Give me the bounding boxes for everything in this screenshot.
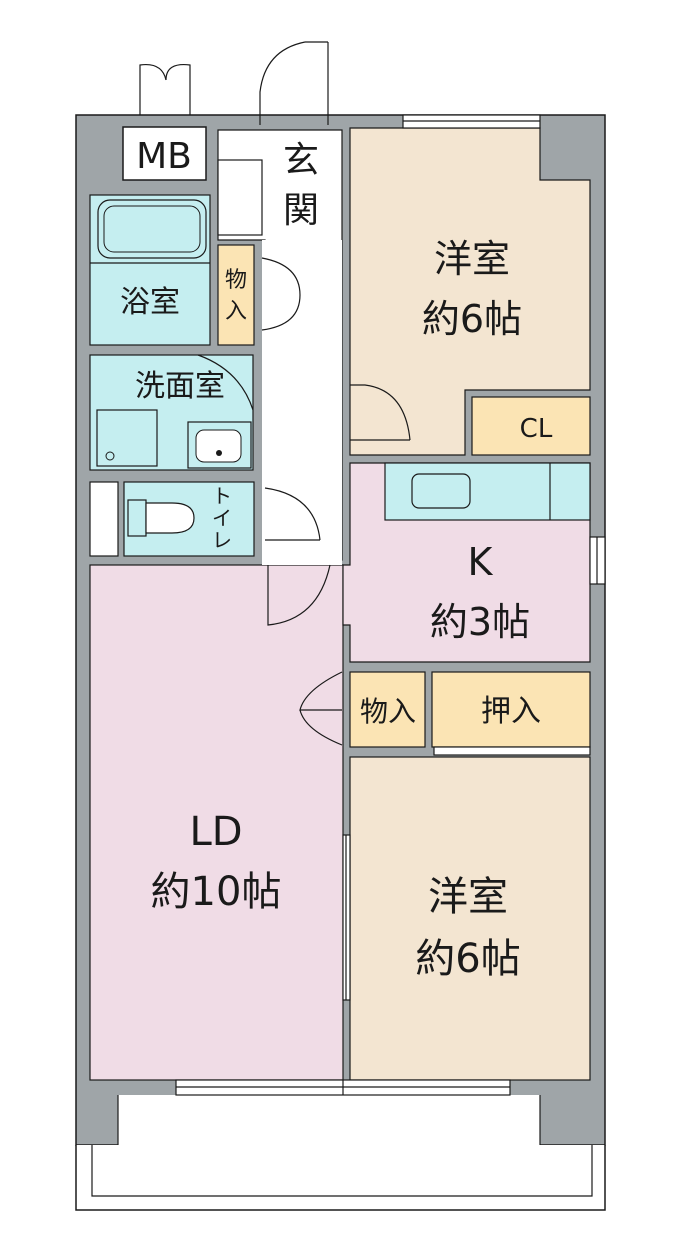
ld-size: 約10帖 [151, 869, 282, 915]
toilet-label-1: ト [212, 484, 232, 508]
bathroom-label: 浴室 [120, 285, 180, 320]
corridor-lower [262, 240, 342, 565]
western-room-2-name: 洋室 [428, 874, 508, 920]
ld-room [89, 564, 344, 1081]
storage-2-label: 物入 [360, 695, 416, 728]
bathtub [97, 199, 207, 259]
toilet-label-2: イ [212, 506, 232, 530]
doors [139, 41, 411, 746]
toilet-bowl [145, 502, 195, 534]
mb-box [122, 126, 207, 181]
mb-label: MB [136, 136, 192, 177]
bathtub-inner [103, 205, 201, 253]
western-room-1-floor [349, 127, 591, 456]
western-room-2-size: 約6帖 [415, 936, 520, 982]
balcony [75, 1095, 606, 1211]
storage-1-box [217, 244, 255, 346]
western-room-1-name: 洋室 [434, 237, 510, 281]
oshiire-label: 押入 [481, 694, 541, 729]
toilet-tank [127, 499, 147, 537]
storage-1-label-2: 入 [225, 299, 247, 324]
washing-machine-pan [96, 409, 158, 467]
oshiire-box [431, 671, 591, 748]
closet-box [471, 396, 591, 456]
kitchen-sink [411, 473, 471, 509]
entrance-label-2: 関 [283, 190, 319, 231]
ld-name: LD [189, 809, 242, 855]
kitchen-name: K [468, 540, 494, 584]
kitchen-size: 約3帖 [430, 600, 530, 644]
western-room-2-floor [349, 756, 591, 1081]
windows [175, 114, 606, 1096]
shoe-box [217, 159, 263, 236]
washroom-label: 洗面室 [135, 369, 225, 404]
western-room-1-size: 約6帖 [422, 297, 522, 341]
entrance-label-1: 玄 [283, 140, 319, 181]
storage-1-label-1: 物 [225, 268, 247, 293]
sliding-partitions [342, 834, 351, 1001]
toilet-label-3: レ [212, 528, 232, 552]
closet-label: CL [520, 414, 553, 444]
storage-2-box [349, 671, 426, 748]
